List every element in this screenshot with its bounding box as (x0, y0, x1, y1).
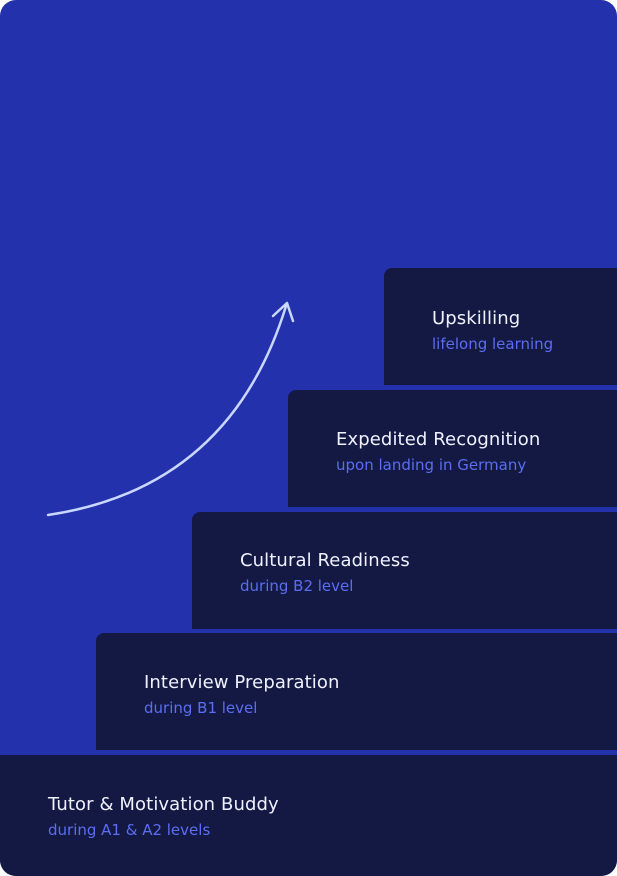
step-title: Cultural Readiness (240, 550, 410, 571)
step-subtitle: during A1 & A2 levels (48, 821, 211, 839)
step-title: Tutor & Motivation Buddy (48, 794, 279, 815)
step-subtitle: upon landing in Germany (336, 456, 527, 474)
step-cultural-readiness: Cultural Readiness during B2 level (192, 512, 617, 629)
step-tutor-motivation-buddy: Tutor & Motivation Buddy during A1 & A2 … (0, 755, 617, 876)
step-upskilling: Upskilling lifelong learning (384, 268, 617, 385)
step-subtitle: during B2 level (240, 577, 354, 595)
step-subtitle: during B1 level (144, 699, 258, 717)
step-title: Expedited Recognition (336, 429, 541, 450)
step-title: Interview Preparation (144, 672, 340, 693)
step-title: Upskilling (432, 308, 521, 329)
step-expedited-recognition: Expedited Recognition upon landing in Ge… (288, 390, 617, 507)
step-subtitle: lifelong learning (432, 335, 554, 353)
step-interview-preparation: Interview Preparation during B1 level (96, 633, 617, 750)
